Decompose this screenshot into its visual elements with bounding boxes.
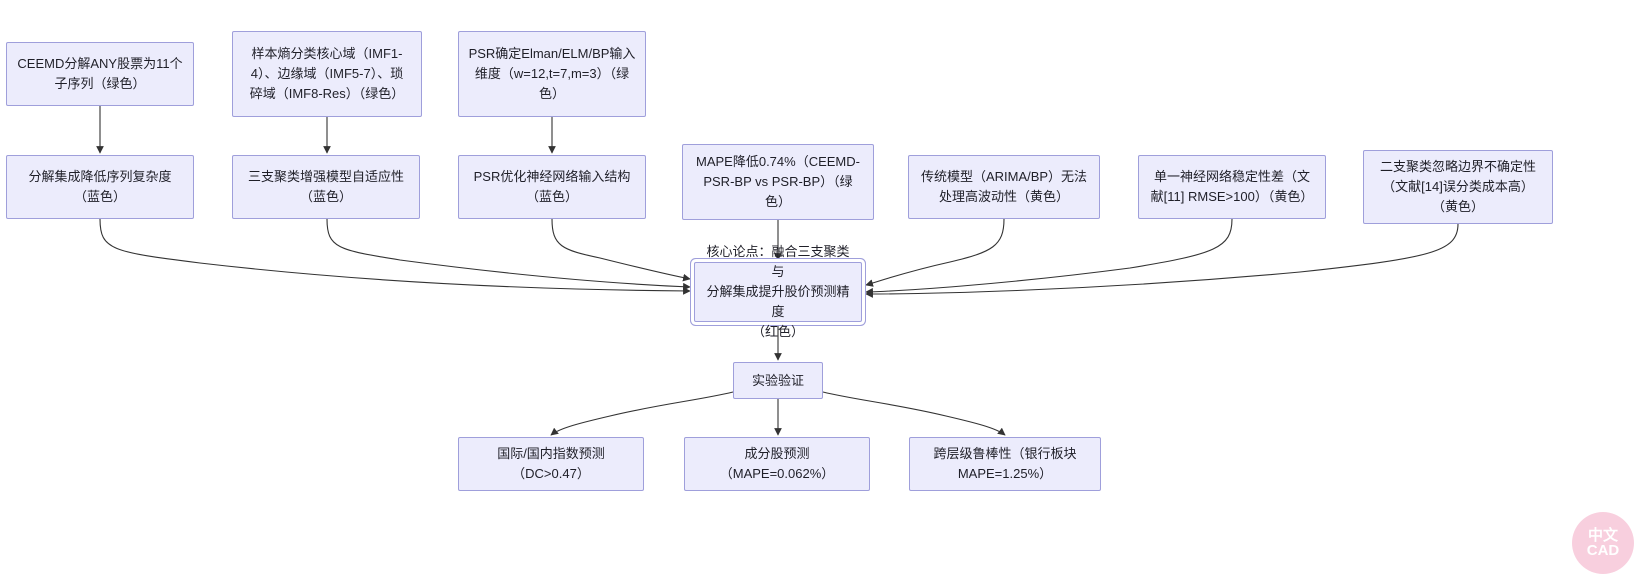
node-label: 跨层级鲁棒性（银行板块 MAPE=1.25%） (933, 446, 1077, 481)
node-label: 分解集成降低序列复杂度 （蓝色） (28, 169, 172, 204)
node-psr-optimizes-network-input[interactable]: PSR优化神经网络输入结构 （蓝色） (458, 155, 646, 219)
node-label: CEEMD分解ANY股票为11个 子序列（绿色） (17, 56, 183, 91)
node-label: 传统模型（ARIMA/BP）无法 处理高波动性（黄色） (920, 169, 1088, 204)
watermark-label: 中文 CAD (1586, 527, 1620, 559)
edge-n5-core (326, 218, 691, 291)
node-label: 单一神经网络稳定性差（文 献[11] RMSE>100）（黄色） (1150, 169, 1314, 204)
node-single-network-instability[interactable]: 单一神经网络稳定性差（文 献[11] RMSE>100）（黄色） (1138, 155, 1326, 219)
node-label: 实验验证 (751, 372, 804, 388)
node-result-cross-level-robustness[interactable]: 跨层级鲁棒性（银行板块 MAPE=1.25%） (909, 437, 1101, 491)
node-sample-entropy-classification[interactable]: 样本熵分类核心域（IMF1- 4）、边缘域（IMF5-7）、琐 碎域（IMF8-… (232, 31, 422, 117)
node-result-index-forecast[interactable]: 国际/国内指数预测 （DC>0.47） (458, 437, 644, 491)
edge-exp-r3 (822, 391, 1006, 436)
edge-n9-core (865, 218, 1233, 296)
watermark-badge: 中文 CAD (1572, 512, 1634, 574)
edge-n4-core (99, 218, 691, 295)
edge-n8-core (865, 218, 1005, 287)
node-label: 二支聚类忽略边界不确定性 （文献[14]误分类成本高） （黄色） (1379, 159, 1536, 214)
edge-n6-core (551, 218, 691, 282)
node-experiment-validation[interactable]: 实验验证 (733, 362, 823, 399)
node-three-way-clustering-adaptivity[interactable]: 三支聚类增强模型自适应性 （蓝色） (232, 155, 420, 219)
node-two-way-clustering-boundary[interactable]: 二支聚类忽略边界不确定性 （文献[14]误分类成本高） （黄色） (1363, 150, 1553, 224)
edge-n10-core (865, 223, 1459, 298)
node-traditional-model-limitation[interactable]: 传统模型（ARIMA/BP）无法 处理高波动性（黄色） (908, 155, 1100, 219)
node-label: 核心论点：融合三支聚类与 分解集成提升股价预测精度 （红色） (706, 244, 850, 339)
node-result-constituent-stock-forecast[interactable]: 成分股预测 （MAPE=0.062%） (684, 437, 870, 491)
node-label: PSR确定Elman/ELM/BP输入 维度（w=12,t=7,m=3）（绿 色… (468, 46, 636, 101)
node-ceemd-decompose[interactable]: CEEMD分解ANY股票为11个 子序列（绿色） (6, 42, 194, 106)
node-label: 样本熵分类核心域（IMF1- 4）、边缘域（IMF5-7）、琐 碎域（IMF8-… (249, 46, 405, 101)
node-label: PSR优化神经网络输入结构 （蓝色） (473, 169, 631, 204)
node-decomposition-reduces-complexity[interactable]: 分解集成降低序列复杂度 （蓝色） (6, 155, 194, 219)
node-label: 国际/国内指数预测 （DC>0.47） (497, 446, 605, 481)
edge-exp-r1 (550, 391, 734, 436)
node-label: 成分股预测 （MAPE=0.062%） (719, 446, 835, 481)
node-psr-input-dimension[interactable]: PSR确定Elman/ELM/BP输入 维度（w=12,t=7,m=3）（绿 色… (458, 31, 646, 117)
node-label: MAPE降低0.74%（CEEMD- PSR-BP vs PSR-BP）（绿 色… (696, 154, 860, 209)
node-mape-reduction[interactable]: MAPE降低0.74%（CEEMD- PSR-BP vs PSR-BP）（绿 色… (682, 144, 874, 220)
node-label: 三支聚类增强模型自适应性 （蓝色） (247, 169, 404, 204)
node-core-thesis[interactable]: 核心论点：融合三支聚类与 分解集成提升股价预测精度 （红色） (694, 244, 862, 339)
